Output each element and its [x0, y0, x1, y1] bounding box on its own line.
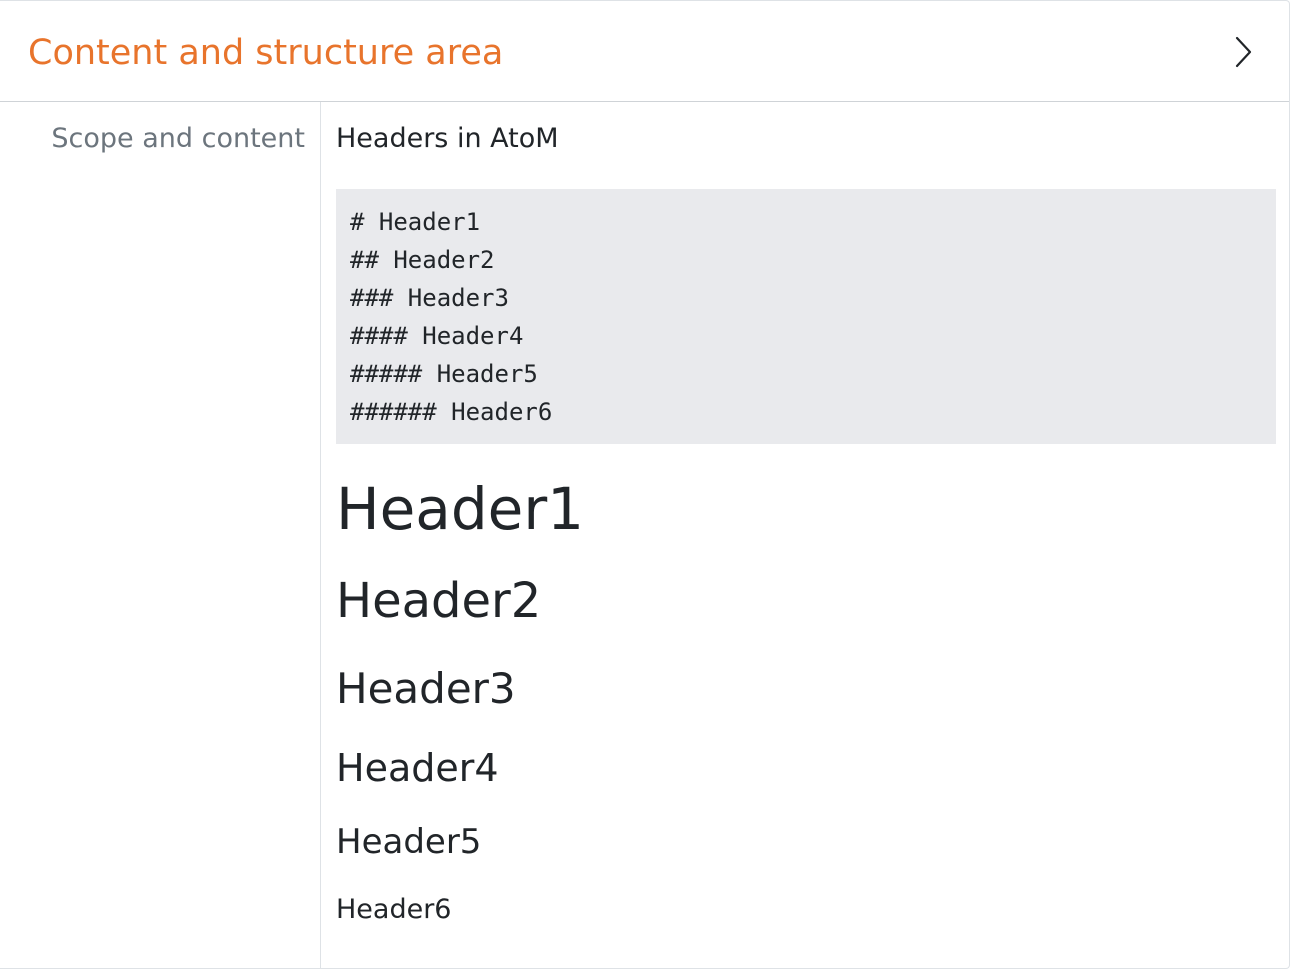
field-row-scope-and-content: Scope and content Headers in AtoM # Head… [0, 102, 1289, 968]
code-block: # Header1 ## Header2 ### Header3 #### Heade… [336, 189, 1276, 444]
rendered-header-3: Header3 [336, 664, 516, 713]
code-line: #### Header4 [350, 322, 524, 350]
code-line: # Header1 [350, 208, 481, 236]
section-header-toggle[interactable]: Content and structure area [0, 1, 1289, 102]
rendered-header-6: Header6 [336, 894, 452, 925]
intro-text: Headers in AtoM [336, 123, 559, 154]
rendered-header-2: Header2 [336, 573, 542, 629]
rendered-header-1: Header1 [336, 475, 585, 543]
chevron-right-icon[interactable] [1231, 35, 1255, 69]
column-divider [320, 102, 321, 968]
section-title: Content and structure area [28, 33, 504, 73]
code-line: ### Header3 [350, 284, 509, 312]
rendered-header-4: Header4 [336, 746, 499, 790]
code-line: ## Header2 [350, 246, 495, 274]
code-line: ##### Header5 [350, 360, 538, 388]
code-line: ###### Header6 [350, 398, 553, 426]
field-label: Scope and content [51, 123, 305, 154]
rendered-header-5: Header5 [336, 822, 482, 862]
